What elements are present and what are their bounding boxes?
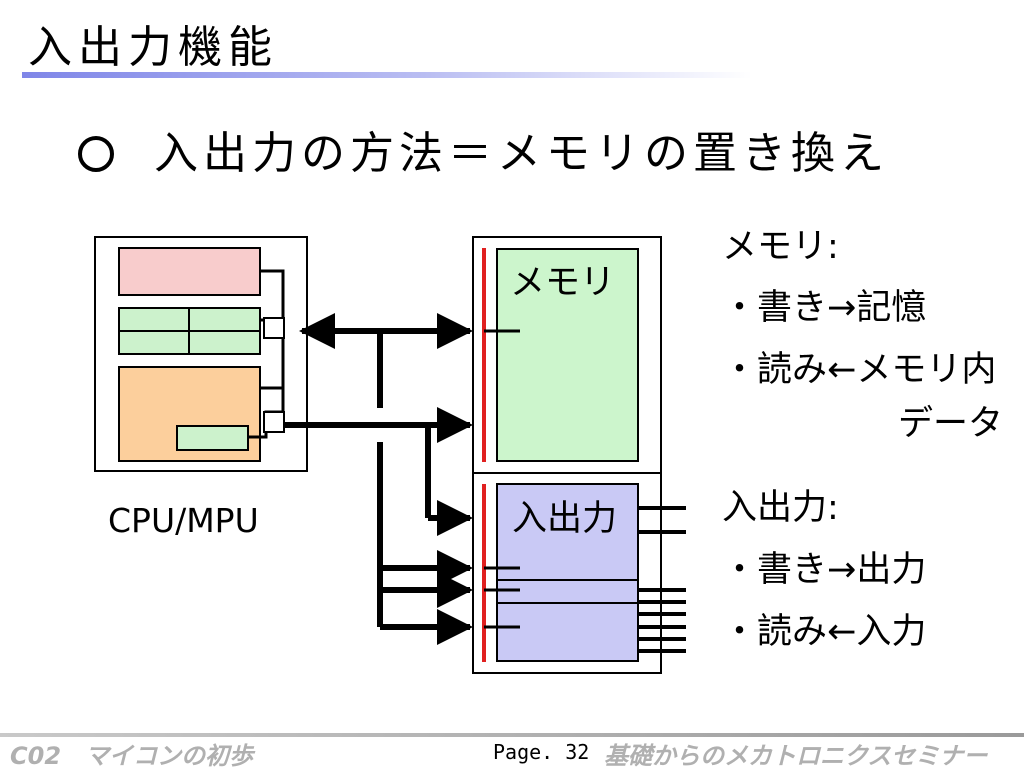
memory-block: メモリ: [472, 236, 662, 474]
memory-read-note-cont: データ: [898, 404, 1004, 444]
footer-course: C02 マイコンの初歩: [10, 742, 254, 770]
bus-wiring: [284, 313, 473, 645]
io-read-note: ・読み←入力: [722, 612, 927, 652]
io-write-note: ・書き→出力: [722, 550, 927, 590]
circle-bullet-icon: [78, 136, 114, 172]
cpu-block: [94, 236, 308, 472]
headline-text: 入出力の方法＝メモリの置き換え: [154, 128, 889, 179]
footer-seminar: 基礎からのメカトロニクスセミナー: [604, 742, 988, 770]
memory-read-note: ・読み←メモリ内: [722, 350, 997, 390]
slide-title: 入出力機能: [28, 22, 278, 73]
io-heading: 入出力:: [722, 488, 839, 528]
memory-write-note: ・書き→記憶: [722, 288, 927, 328]
io-ports: [638, 506, 686, 653]
io-label: 入出力: [512, 499, 617, 539]
title-underline: [22, 72, 752, 78]
headline: 入出力の方法＝メモリの置き換え: [78, 124, 889, 184]
footer-page-number: Page. 32: [493, 740, 590, 764]
io-block: 入出力: [472, 472, 686, 674]
memory-label: メモリ: [510, 263, 615, 303]
footer-divider: [0, 733, 1024, 737]
memory-heading: メモリ:: [722, 227, 839, 267]
cpu-io-register: [176, 425, 249, 451]
cpu-label: CPU/MPU: [108, 501, 259, 540]
cpu-register-pink: [118, 247, 261, 296]
